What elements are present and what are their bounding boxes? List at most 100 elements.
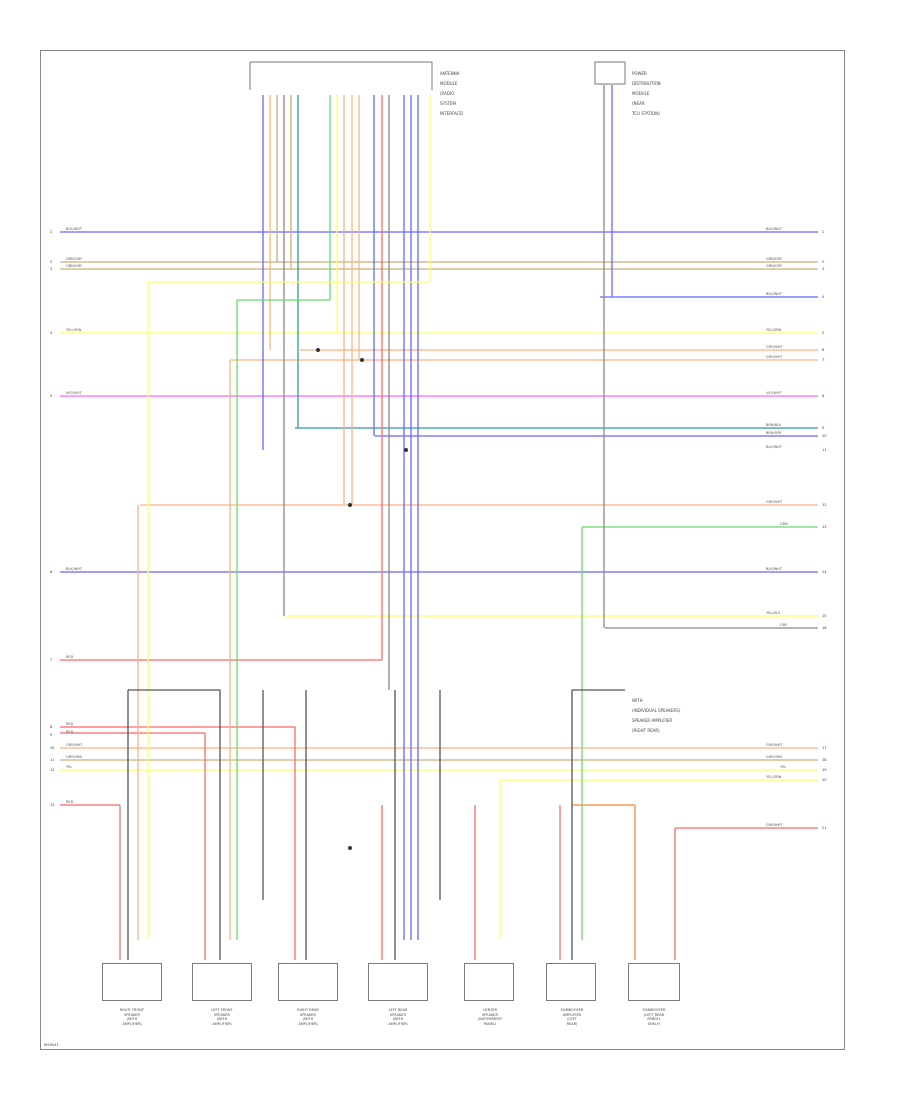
amplifier-note-line-4: (RIGHT REAR) bbox=[632, 728, 660, 733]
left-num: 3 bbox=[50, 267, 53, 271]
right-label: BLK/WHT bbox=[766, 567, 783, 571]
speaker-box-center bbox=[464, 963, 514, 1001]
left-label: GRY/GRN bbox=[66, 755, 82, 759]
left-label: RED bbox=[66, 722, 74, 726]
left-label: BLK/WHT bbox=[66, 567, 83, 571]
right-num: 16 bbox=[822, 626, 827, 630]
right-label: YEL/GRN bbox=[766, 775, 782, 779]
antenna-module-line-5: INTERFACE) bbox=[440, 111, 464, 116]
right-num: 7 bbox=[822, 358, 825, 362]
right-label: BRN/GRY bbox=[766, 431, 782, 435]
left-num: 10 bbox=[50, 746, 55, 750]
right-label: GRY/WHT bbox=[766, 345, 783, 349]
component-caption: CENTER SPEAKER (INSTRUMENT PANEL) bbox=[477, 1008, 503, 1026]
right-num: 1 bbox=[822, 230, 825, 234]
left-label: RED bbox=[66, 800, 74, 804]
right-num: 19 bbox=[822, 768, 827, 772]
right-num: 21 bbox=[822, 826, 827, 830]
right-label: YEL/GRN bbox=[766, 328, 782, 332]
right-num: 8 bbox=[822, 394, 825, 398]
right-label: BLK/WHT bbox=[766, 445, 783, 449]
left-num: 2 bbox=[50, 260, 53, 264]
left-num: 9 bbox=[50, 733, 53, 737]
right-label: GRY/WHT bbox=[766, 500, 783, 504]
right-label: GRY bbox=[780, 623, 788, 627]
component-caption: SUBWOOFER AMPLIFIER (LEFT REAR) bbox=[560, 1008, 584, 1026]
component-caption: RIGHT FRONT SPEAKER (WITH AMPLIFIER) bbox=[119, 1008, 144, 1026]
amplifier-note: WITH (INDIVIDUAL SPEAKERS) SPEAKER AMPLI… bbox=[632, 693, 680, 733]
component-caption: SUBWOOFER (LEFT REAR PARCEL SHELF) bbox=[642, 1008, 666, 1026]
antenna-module-line-3: (RADIO bbox=[440, 91, 455, 96]
subwoofer-amplifier-box bbox=[546, 963, 596, 1001]
right-num: 5 bbox=[822, 331, 825, 335]
antenna-module-line-4: SYSTEM bbox=[440, 101, 456, 106]
right-num: 2 bbox=[822, 260, 825, 264]
power-module-line-2: DISTRIBUTION bbox=[632, 81, 661, 86]
right-num: 12 bbox=[822, 503, 827, 507]
right-label: BRN/BLU bbox=[766, 423, 782, 427]
antenna-module-outline bbox=[249, 61, 433, 90]
left-label: GRN/GRY bbox=[66, 257, 82, 261]
right-label: BLK/WHT bbox=[766, 292, 783, 296]
right-num: 4 bbox=[822, 295, 825, 299]
amplifier-note-line-2: (INDIVIDUAL SPEAKERS) bbox=[632, 708, 681, 713]
right-label: VIO/WHT bbox=[766, 391, 782, 395]
right-num: 14 bbox=[822, 570, 827, 574]
module-drop-wires bbox=[137, 85, 613, 940]
amplifier-note-line-3: SPEAKER AMPLIFIER bbox=[632, 718, 673, 723]
speaker-box-right-rear bbox=[278, 963, 338, 1001]
left-num: 1 bbox=[50, 230, 53, 234]
right-label: GRN/GRY bbox=[766, 264, 782, 268]
antenna-module-line-1: ANTENNA bbox=[440, 71, 460, 76]
left-label: VIO/WHT bbox=[66, 391, 82, 395]
right-label: GRN/GRY bbox=[766, 257, 782, 261]
right-num: 18 bbox=[822, 758, 827, 762]
right-label: YEL bbox=[780, 765, 787, 769]
left-num: 11 bbox=[50, 758, 55, 762]
right-label: GRY/WHT bbox=[766, 743, 783, 747]
right-label: GRY/GRN bbox=[766, 755, 782, 759]
component-caption: LEFT FRONT SPEAKER (WITH AMPLIFIER) bbox=[211, 1008, 233, 1026]
left-label: GRY/WHT bbox=[66, 743, 83, 747]
right-label: GRY/WHT bbox=[766, 823, 783, 827]
speaker-drop-wires bbox=[119, 689, 676, 960]
left-label: YEL bbox=[66, 765, 73, 769]
wire-runs bbox=[60, 231, 818, 829]
diagram-frame bbox=[40, 50, 845, 1050]
left-label: YEL/GRN bbox=[66, 328, 82, 332]
splice-points bbox=[316, 348, 408, 850]
right-num: 9 bbox=[822, 426, 825, 430]
power-module-line-4: (NEAR bbox=[632, 101, 645, 106]
component-caption: RIGHT REAR SPEAKER (WITH AMPLIFIER) bbox=[297, 1008, 319, 1026]
power-module-label: POWER DISTRIBUTION MODULE (NEAR TCU STAT… bbox=[632, 66, 661, 116]
right-num: 3 bbox=[822, 267, 825, 271]
right-label: YEL/BLU bbox=[766, 611, 781, 615]
right-label: GRN bbox=[780, 522, 788, 526]
right-num: 6 bbox=[822, 348, 825, 352]
left-num: 7 bbox=[50, 658, 53, 662]
right-num: 20 bbox=[822, 778, 827, 782]
right-label: GRY/WHT bbox=[766, 355, 783, 359]
left-label: RED bbox=[66, 655, 74, 659]
left-num: 6 bbox=[50, 570, 53, 574]
antenna-module-line-2: MODULE bbox=[440, 81, 458, 86]
power-distribution-module-outline bbox=[594, 61, 626, 85]
power-module-line-5: TCU STATION) bbox=[632, 111, 660, 116]
power-module-line-3: MODULE bbox=[632, 91, 650, 96]
page-id: W29041 bbox=[44, 1043, 59, 1047]
speaker-box-right-front bbox=[102, 963, 162, 1001]
left-num: 13 bbox=[50, 803, 55, 807]
right-num: 11 bbox=[822, 448, 827, 452]
power-module-line-1: POWER bbox=[632, 71, 647, 76]
amplifier-note-line-1: WITH bbox=[632, 698, 643, 703]
left-num: 8 bbox=[50, 725, 53, 729]
subwoofer-box bbox=[628, 963, 680, 1001]
left-label: GRN/GRY bbox=[66, 264, 82, 268]
left-num: 5 bbox=[50, 394, 53, 398]
right-num: 17 bbox=[822, 746, 827, 750]
right-num: 15 bbox=[822, 614, 827, 618]
left-label: RED bbox=[66, 730, 74, 734]
component-caption: LEFT REAR SPEAKER (WITH AMPLIFIER) bbox=[388, 1008, 408, 1026]
left-label: BLK/WHT bbox=[66, 227, 83, 231]
